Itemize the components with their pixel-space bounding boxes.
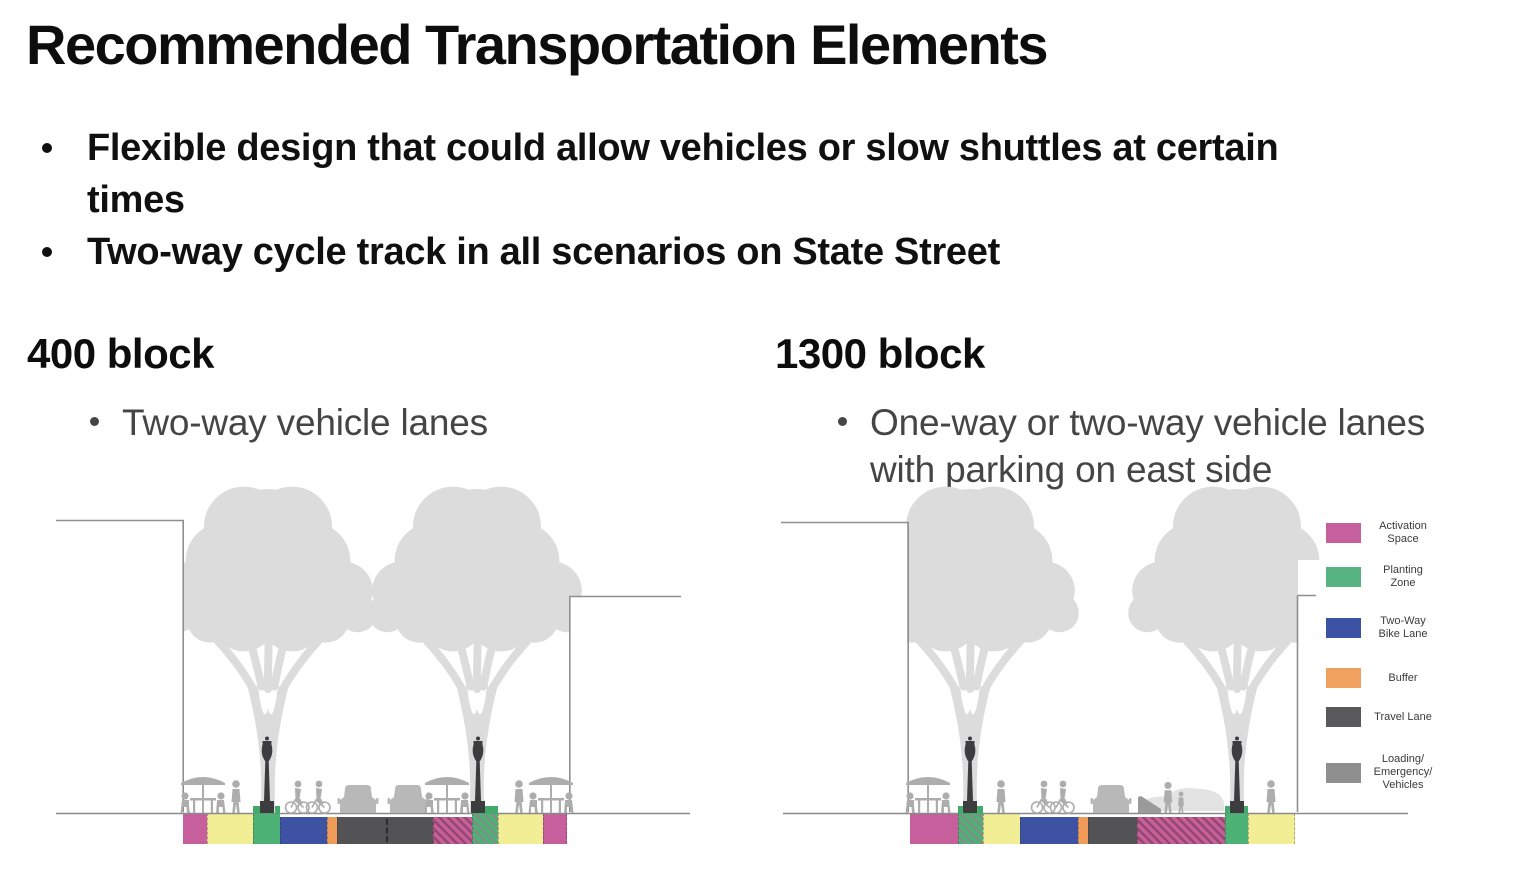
lane-buffer [1078,817,1088,844]
car-icon [387,785,429,813]
legend-item-activation-space: Activation Space [1326,520,1436,546]
legend-swatch-planting-zone [1326,567,1361,587]
legend-label: Activation Space [1379,520,1427,545]
scenery-400 [180,736,574,814]
lane-sidewalk [983,813,1020,844]
lane-two-way-bike-lane [1020,817,1078,844]
lamp-post-icon [260,736,274,813]
lane-parking-loading-flex [1137,817,1225,844]
section-bullet-text: Two-way vehicle lanes [122,402,488,443]
legend-label: Planting Zone [1383,564,1423,589]
lane-buffer [327,817,337,844]
bullet-dot [838,417,847,426]
bullet-dot [90,417,99,426]
legend-label: Loading/ Emergency/ Vehicles [1373,753,1433,791]
intro-bullet: Flexible design that could allow vehicle… [40,122,1280,226]
legend-swatch-loading-emergency-vehicles [1326,762,1361,783]
tree-icon [159,487,377,813]
cafe-umbrella-icon [180,777,226,813]
tree-icon [861,487,1079,813]
cafe-umbrella-icon [905,777,951,813]
legend-label: Buffer [1388,671,1418,684]
legend-label: Two-Way Bike Lane [1378,615,1428,640]
legend-item-loading-emergency-vehicles: Loading/ Emergency/ Vehicles [1326,753,1436,792]
lamp-post-icon [1230,736,1244,813]
lane-activation-loading-flex [433,817,472,844]
lamp-post-icon [963,736,977,813]
cross-section-lanes-400 [183,813,567,844]
bullet-dot [42,143,52,153]
section-heading-1300: 1300 block [775,330,985,377]
lane-sidewalk [1248,813,1295,844]
tree-icon [1128,487,1346,813]
travel-lane-centerline [385,819,388,842]
cafe-umbrella-icon [528,777,574,813]
car-icon [337,785,379,813]
intro-bullet: Two-way cycle track in all scenarios on … [40,226,1280,278]
cross-section-lanes-1300 [910,813,1295,844]
car-icon [1090,785,1132,813]
bullet-dot [42,247,52,257]
cyclist-icon [1049,779,1075,814]
lane-planting-loading-flex [958,813,983,844]
legend-label: Travel Lane [1374,710,1432,723]
pedestrian-icon [1178,791,1184,813]
legend-swatch-activation-space [1326,523,1361,543]
lane-activation-space [543,813,567,844]
section-1300-block: 1300 block One-way or two-way vehicle la… [775,330,1535,493]
pedestrian-icon [514,780,524,813]
building-outlines-400 [30,519,682,812]
cyclist-icon [284,779,310,814]
lane-planting-loading-flex [472,813,498,844]
cyclist-icon [1030,779,1056,814]
lamp-post-icon [471,736,485,813]
legend-item-buffer: Buffer [1326,668,1436,688]
parked-car-icon [1145,788,1224,811]
section-bullet-text: One-way or two-way vehicle lanes with pa… [870,402,1425,490]
legend-item-travel-lane: Travel Lane [1326,707,1436,727]
intro-bullet-list: Flexible design that could allow vehicle… [40,122,1280,278]
tree-icon [368,487,586,813]
pedestrian-icon [1163,781,1173,813]
lane-two-way-bike-lane [280,817,327,844]
pedestrian-icon [1266,780,1276,813]
section-heading-400: 400 block [27,330,214,377]
loading-ramp-icon [1138,796,1161,813]
intro-bullet-text: Two-way cycle track in all scenarios on … [87,231,1000,273]
legend-swatch-two-way-bike-lane [1326,618,1361,638]
pedestrian-icon [996,780,1006,813]
section-bullet-1300: One-way or two-way vehicle lanes with pa… [836,399,1450,493]
lane-travel-lane [337,817,433,844]
intro-bullet-text: Flexible design that could allow vehicle… [87,127,1279,221]
lane-planting-zone [1225,813,1248,844]
lane-activation-space [183,813,207,844]
legend-swatch-buffer [1326,668,1361,688]
cyclist-icon [305,779,331,814]
lane-planting-zone [253,813,280,844]
lane-sidewalk [207,813,253,844]
pedestrian-icon [231,780,241,813]
legend-item-planting-zone: Planting Zone [1326,564,1436,590]
lane-activation-space [910,813,958,844]
section-400-block: 400 block Two-way vehicle lanes [27,330,727,446]
scenery-1300 [905,736,1276,814]
lane-sidewalk [498,813,543,844]
legend-swatch-travel-lane [1326,707,1361,727]
section-bullet-400: Two-way vehicle lanes [88,399,727,446]
page-title: Recommended Transportation Elements [26,13,1049,76]
cafe-umbrella-icon [424,777,470,813]
legend: Activation Space Planting Zone Two-Way B… [1326,0,1516,873]
legend-item-two-way-bike-lane: Two-Way Bike Lane [1326,615,1436,641]
lane-travel-lane [1088,817,1137,844]
